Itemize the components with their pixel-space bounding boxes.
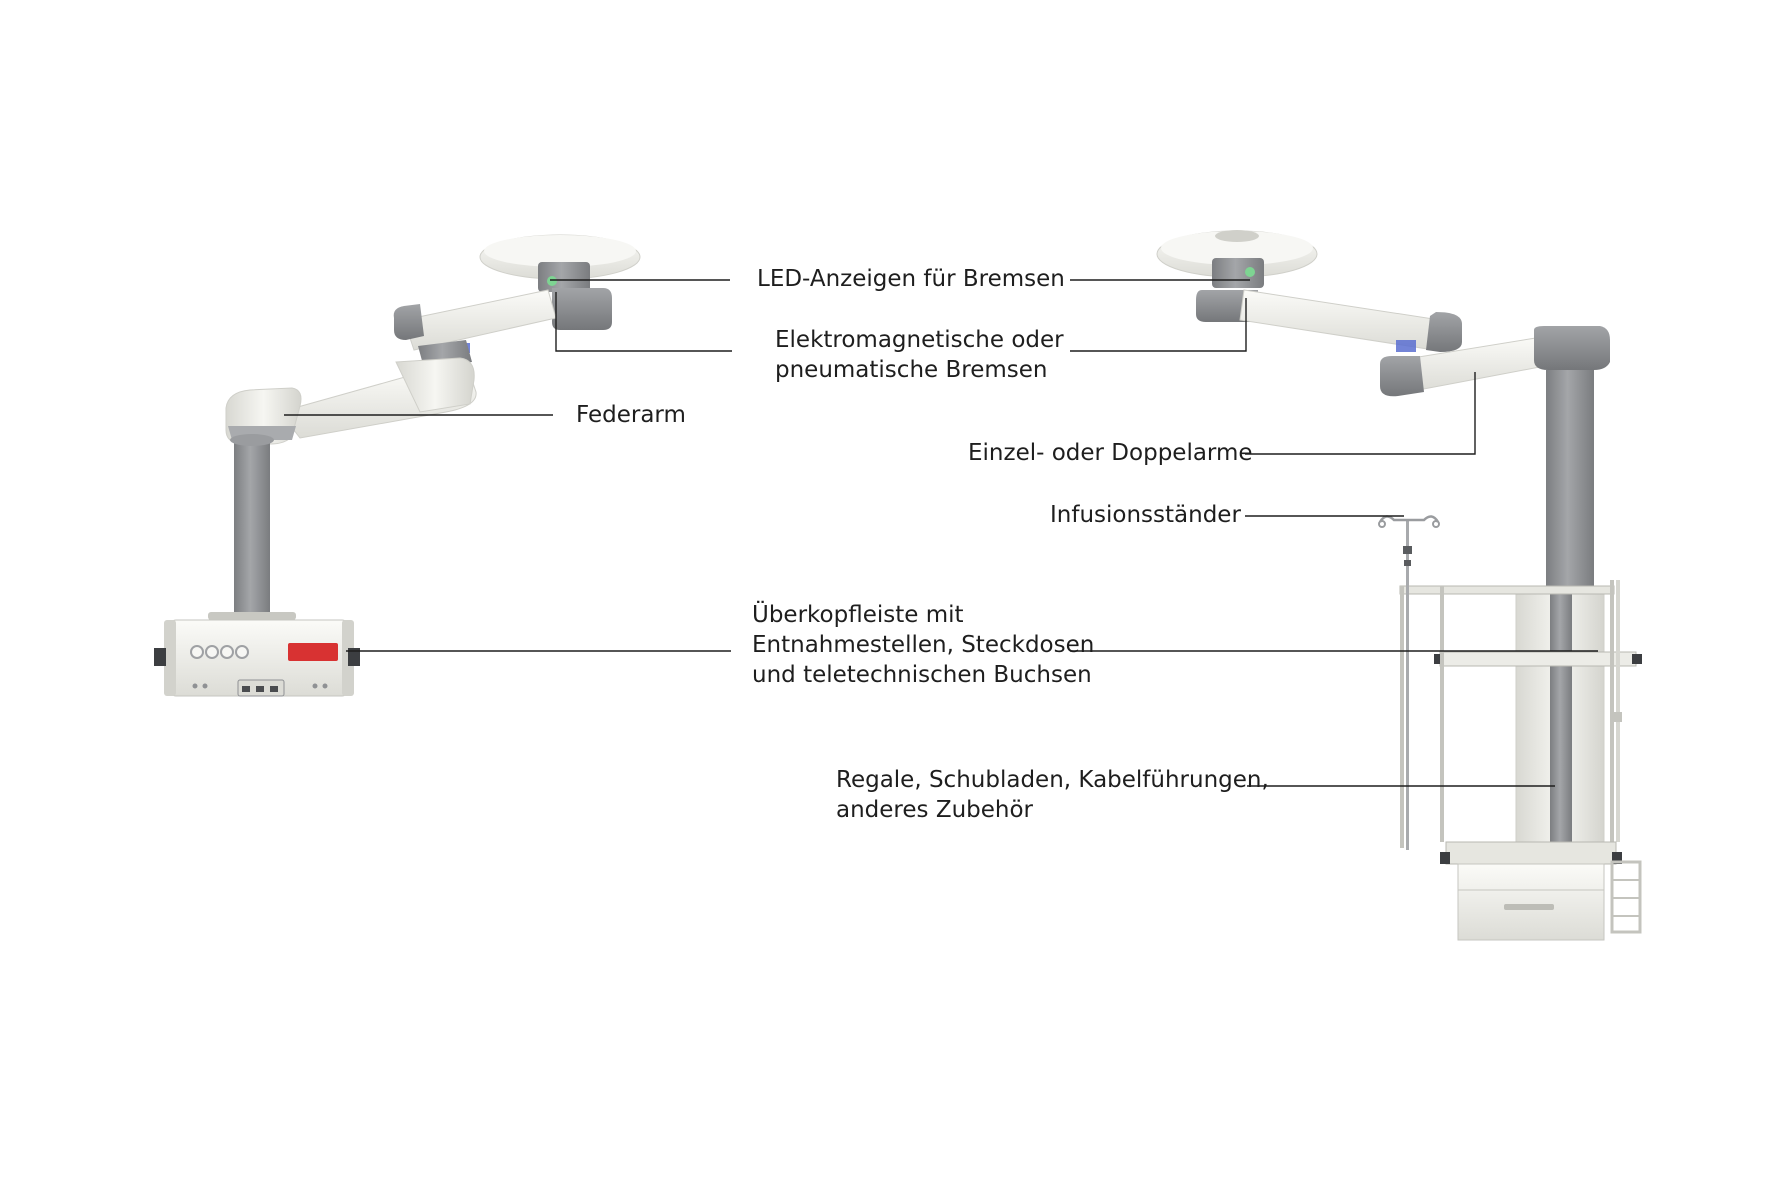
leader-lines xyxy=(284,279,1598,787)
display-panel-icon xyxy=(288,643,338,661)
infusion-stand-icon xyxy=(1378,515,1440,850)
pendant-spring-arm-icon xyxy=(154,234,641,697)
leader-brakes-left xyxy=(555,292,732,352)
leader-arms xyxy=(1245,372,1476,455)
led-indicator-icon xyxy=(547,276,557,286)
label-accessories-line-1: Regale, Schubladen, Kabelführungen, xyxy=(836,767,1269,793)
label-headwall-line-1: Überkopfleiste mit xyxy=(752,602,964,628)
label-headwall-line-2: Entnahmestellen, Steckdosen xyxy=(752,632,1095,658)
pendant-double-arm-column-icon xyxy=(1156,230,1642,941)
label-arms: Einzel- oder Doppelarme xyxy=(968,440,1253,466)
label-brakes: Elektromagnetische oder pneumatische Bre… xyxy=(775,325,1064,385)
label-spring-arm: Federarm xyxy=(576,402,686,428)
headwall-unit-icon xyxy=(154,619,360,697)
label-brakes-line-2: pneumatische Bremsen xyxy=(775,357,1048,383)
label-led-indicators: LED-Anzeigen für Bremsen xyxy=(757,266,1065,292)
label-headwall-line-3: und teletechnischen Buchsen xyxy=(752,662,1092,688)
led-indicator-icon xyxy=(1245,267,1255,277)
label-brakes-line-1: Elektromagnetische oder xyxy=(775,327,1064,353)
label-accessories: Regale, Schubladen, Kabelführungen, ande… xyxy=(836,765,1269,825)
label-accessories-line-2: anderes Zubehör xyxy=(836,797,1034,823)
label-infusion-stand: Infusionsständer xyxy=(1050,502,1241,528)
label-headwall: Überkopfleiste mit Entnahmestellen, Stec… xyxy=(752,600,1094,690)
leader-brakes-right xyxy=(1070,298,1247,352)
